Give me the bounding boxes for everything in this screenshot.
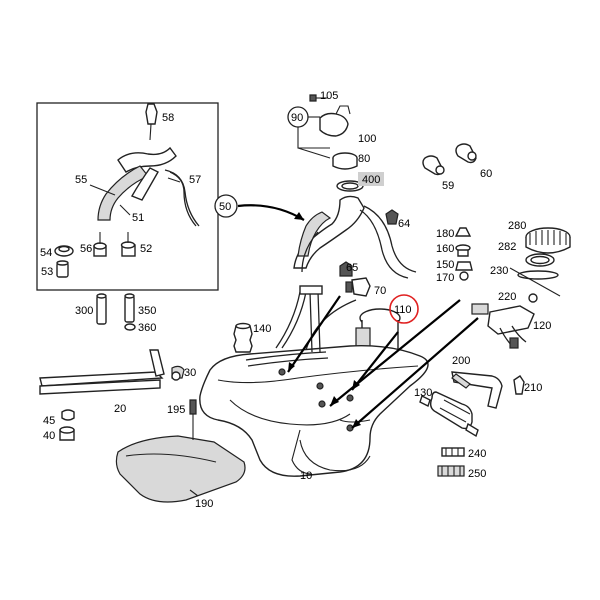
strap-20 [39, 349, 185, 441]
label-57: 57 [189, 174, 201, 186]
filler-neck-main [293, 195, 417, 279]
label-200: 200 [452, 355, 470, 367]
gasket-230 [517, 270, 559, 280]
label-80: 80 [358, 153, 370, 165]
label-150: 150 [436, 259, 454, 271]
callout-50 [214, 194, 305, 221]
label-110: 110 [394, 304, 412, 316]
label-360: 360 [138, 322, 156, 334]
leader-lines [287, 295, 479, 429]
label-350: 350 [138, 305, 156, 317]
label-100: 100 [358, 133, 376, 145]
bumper-140 [233, 322, 253, 353]
label-195: 195 [167, 404, 185, 416]
label-45: 45 [43, 415, 55, 427]
label-280: 280 [508, 220, 526, 232]
fittings-180-170 [454, 227, 473, 281]
screw-105 [309, 94, 317, 102]
small-parts-left [96, 293, 136, 331]
hose-300 [96, 295, 107, 325]
strap-200 [451, 371, 525, 409]
hose-350 [124, 295, 135, 323]
oring-220 [528, 293, 538, 303]
label-180: 180 [436, 228, 454, 240]
neck-hose-second [130, 167, 159, 201]
label-40: 40 [43, 430, 55, 442]
valve-64 [385, 209, 399, 225]
screw-65 [339, 261, 353, 277]
label-55: 55 [75, 174, 87, 186]
label-52: 52 [140, 243, 152, 255]
cap-100 [319, 112, 349, 137]
label-105: 105 [320, 90, 338, 102]
label-50: 50 [219, 201, 231, 213]
sensor-70 [351, 277, 371, 297]
label-70: 70 [374, 285, 386, 297]
label-130: 130 [414, 387, 432, 399]
filler-cap-group [287, 94, 384, 192]
sender-unit-group [471, 227, 571, 349]
part-labels: 58 55 57 51 54 56 52 53 300 350 360 50 9… [40, 90, 551, 510]
label-59: 59 [442, 180, 454, 192]
bolt-195 [189, 399, 197, 415]
label-60: 60 [480, 168, 492, 180]
neck-body [293, 195, 365, 269]
label-400: 400 [362, 174, 380, 186]
label-250: 250 [468, 468, 486, 480]
label-140: 140 [253, 323, 271, 335]
fitting-180 [454, 227, 472, 237]
clips-59-60 [422, 143, 477, 176]
label-30: 30 [184, 367, 196, 379]
clip-250 [437, 465, 465, 477]
fitting-150 [455, 261, 473, 271]
label-51: 51 [132, 212, 144, 224]
label-64: 64 [398, 218, 410, 230]
parts-65-70 [339, 261, 371, 297]
clip-58-shape [145, 103, 158, 125]
label-160: 160 [436, 243, 454, 255]
label-210: 210 [524, 382, 542, 394]
bolt-45 [61, 409, 75, 421]
label-170: 170 [436, 272, 454, 284]
clip-240 [441, 447, 465, 457]
oring-170 [459, 271, 469, 281]
fuel-tank-10 [199, 285, 429, 477]
label-58: 58 [162, 112, 174, 124]
label-65: 65 [346, 262, 358, 274]
label-54: 54 [40, 247, 52, 259]
label-56: 56 [80, 243, 92, 255]
label-20: 20 [114, 403, 126, 415]
shield-190 [115, 399, 246, 503]
label-53: 53 [41, 266, 53, 278]
inset-box [36, 102, 219, 291]
label-10: 10 [300, 470, 312, 482]
label-90: 90 [291, 112, 303, 124]
label-220: 220 [498, 291, 516, 303]
label-282: 282 [498, 241, 516, 253]
label-120: 120 [533, 320, 551, 332]
sender-120 [487, 305, 535, 335]
label-300: 300 [75, 305, 93, 317]
clip-360 [124, 323, 136, 331]
neck-hose-main [97, 165, 149, 221]
label-400-box [358, 172, 384, 186]
label-230: 230 [490, 265, 508, 277]
label-190: 190 [195, 498, 213, 510]
bolt-210 [513, 375, 525, 395]
parts-240-250 [437, 447, 465, 477]
inset-filler-neck [54, 103, 200, 278]
label-240: 240 [468, 448, 486, 460]
filter-130 [419, 391, 479, 438]
callout-110-circle [389, 294, 419, 324]
